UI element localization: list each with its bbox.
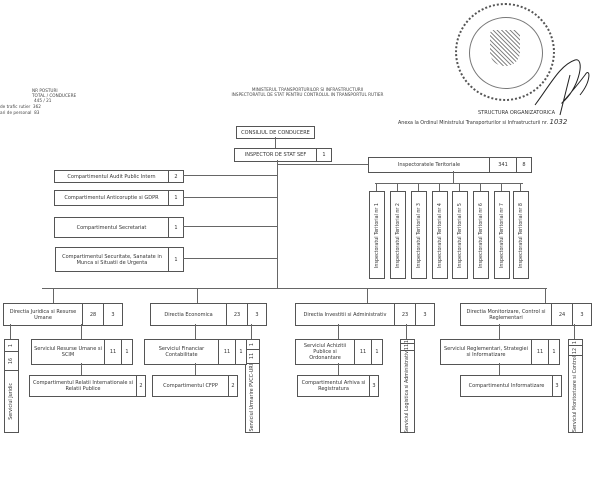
staff-label: Compartimentul Anticoruptie si GDPR — [64, 195, 159, 201]
staff-count: 1 — [168, 191, 183, 205]
service-lead: 1 — [250, 342, 255, 346]
institution-name: INSPECTORATUL DE STAT PENTRU CONTROLUL I… — [231, 92, 384, 97]
service-label: Serviciul Achizitii Publice si Ordonanta… — [303, 343, 347, 361]
service-count: 11 — [218, 340, 235, 364]
staff-count: 1 — [168, 218, 183, 237]
direction-total: 28 — [82, 304, 103, 325]
compartment-count: 3 — [552, 376, 561, 396]
service-lead: 1 — [548, 340, 559, 364]
direction-lead: 3 — [103, 304, 122, 325]
territorial-box: Inspectoratele Teritoriale — [397, 162, 461, 168]
direction-total: 23 — [394, 304, 415, 325]
compartment-box: Compartimentul Relatii Internationale si… — [29, 375, 146, 397]
service-column: 1 11 Serviciul Urmarire PVCC-URI — [245, 339, 260, 433]
service-label: Serviciul Juridic — [9, 383, 14, 420]
service-count: 11 — [531, 340, 548, 364]
direction-label: Directia Juridica si Resurse Umane — [9, 308, 77, 321]
territorial-inspectorate-7: Inspectoratul Teritorial nr 7 — [494, 191, 510, 279]
service-label: Serviciul Urmarire PVCC-URI — [250, 364, 255, 432]
direction-label: Directia Monitorizare, Control si Reglem… — [466, 308, 546, 321]
staff-label: Compartimentul Securitate, Sanatate in M… — [62, 253, 162, 266]
direction-label: Directia Economica — [164, 311, 213, 318]
compartment-count: 2 — [136, 376, 145, 396]
coat-of-arms-icon — [490, 30, 520, 66]
staff-count: 1 — [168, 248, 183, 271]
service-label: Serviciul Logistica si Administrativ — [405, 351, 410, 434]
direction-total: 23 — [226, 304, 247, 325]
service-lead: 1 — [573, 341, 578, 345]
service-column: 1 12 Serviciul Monitorizare si Control — [568, 339, 583, 433]
territorial-inspectorate-2: Inspectoratul Teritorial nr 2 — [390, 191, 406, 279]
territorial-inspectorate-6: Inspectoratul Teritorial nr 6 — [473, 191, 489, 279]
territorial-inspectorate-4: Inspectoratul Teritorial nr 4 — [432, 191, 448, 279]
stats-personnel: ari de personal 83 — [0, 110, 40, 115]
stats-columns: TOTAL / CONDUCERE — [32, 93, 77, 98]
council-box: CONSILIUL DE CONDUCERE — [241, 129, 310, 136]
compartment-count: 3 — [369, 376, 378, 396]
compartment-label: Compartimentul Informatizare — [468, 383, 545, 389]
direction-lead: 3 — [572, 304, 591, 325]
service-lead: 1 — [405, 340, 410, 344]
staff-count: 2 — [168, 171, 183, 182]
service-column: 1 11 Serviciul Logistica si Administrati… — [400, 339, 415, 433]
territorial-inspectorate-8: Inspectoratul Teritorial nr 8 — [513, 191, 529, 279]
structure-title: STRUCTURA ORGANIZATORICA — [478, 110, 556, 116]
service-label: Serviciul Reglementari, Strategiei si In… — [444, 346, 528, 358]
territorial-lead: 8 — [516, 158, 531, 172]
service-column: 1 16 Serviciul Juridic — [4, 339, 19, 433]
compartment-label: Compartimentul Relatii Internationale si… — [33, 380, 133, 392]
direction-label: Directia Investitii si Administrativ — [303, 311, 387, 318]
service-lead: 1 — [121, 340, 132, 364]
territorial-inspectorate-1: Inspectoratul Teritorial nr 1 — [369, 191, 385, 279]
territorial-inspectorate-3: Inspectoratul Teritorial nr 3 — [411, 191, 427, 279]
service-label: Serviciul Resurse Umane si SCIM — [34, 346, 102, 358]
staff-label: Compartimentul Audit Public Intern — [67, 173, 156, 180]
service-count: 11 — [354, 340, 371, 364]
service-label: Serviciul Monitorizare si Control — [573, 355, 578, 432]
direction-total: 24 — [551, 304, 572, 325]
stats-title: NR POSTURI — [32, 88, 58, 93]
territorial-inspectorate-5: Inspectoratul Teritorial nr 5 — [452, 191, 468, 279]
service-lead: 1 — [235, 340, 246, 364]
service-count: 11 — [405, 344, 410, 351]
stats-total: 445 / 21 — [34, 98, 52, 103]
compartment-label: Compartimentul CFPP — [163, 383, 218, 389]
chief-count: 1 — [316, 149, 331, 161]
compartment-label: Compartimentul Arhiva si Registratura — [301, 380, 366, 392]
official-stamp — [455, 3, 555, 101]
ministry-name: MINISTERUL TRANSPORTURILOR SI INFRASTRUC… — [251, 87, 364, 92]
service-lead: 1 — [371, 340, 382, 364]
territorial-total: 341 — [489, 158, 516, 172]
compartment-box: Compartimentul CFPP 2 — [152, 375, 238, 397]
service-count: 12 — [573, 347, 578, 354]
service-lead: 1 — [9, 343, 14, 348]
service-count: 11 — [250, 353, 255, 360]
chief-inspector-box: INSPECTOR DE STAT SEF — [244, 152, 307, 158]
service-count: 11 — [104, 340, 121, 364]
annex-text: Anexa la Ordinul Ministrului Transportur… — [398, 121, 548, 126]
staff-label: Compartimentul Secretariat — [76, 224, 147, 231]
signature — [534, 59, 590, 116]
service-count: 16 — [9, 357, 14, 365]
annex-number: 1032 — [549, 118, 568, 126]
direction-box: Directia Monitorizare, Control si Reglem… — [460, 303, 592, 326]
compartment-box: Compartimentul Informatizare 3 — [460, 375, 562, 397]
service-label: Serviciul Financiar Contabilitate — [158, 346, 205, 358]
stats-traffic: de trafic rutier 362 — [0, 104, 41, 109]
service-box: Serviciul Reglementari, Strategiei si In… — [440, 339, 560, 365]
service-box: Serviciul Achizitii Publice si Ordonanta… — [295, 339, 383, 365]
direction-lead: 3 — [247, 304, 266, 325]
direction-lead: 3 — [415, 304, 434, 325]
compartment-count: 2 — [228, 376, 237, 396]
